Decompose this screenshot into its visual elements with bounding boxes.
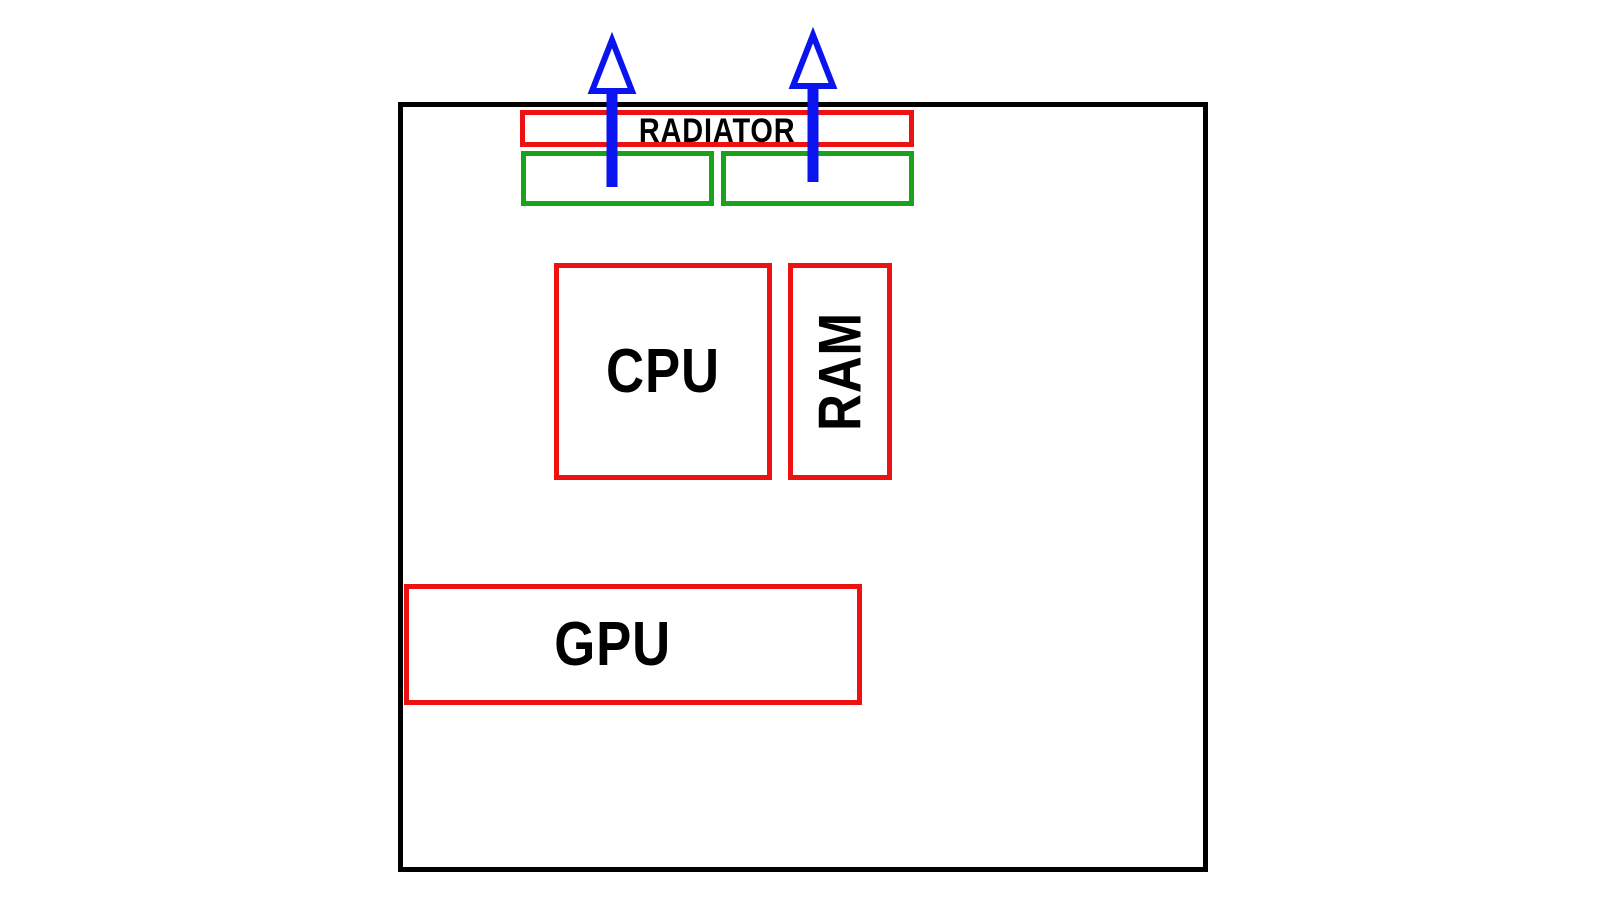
gpu-box: GPU (404, 584, 862, 705)
ram-box: RAM (788, 263, 892, 480)
radiator-box: RADIATOR (520, 110, 914, 150)
cpu-box: CPU (554, 263, 772, 480)
fan-right (721, 151, 914, 206)
ram-label: RAM (806, 312, 874, 431)
airflow-arrow-head-icon (788, 26, 838, 89)
airflow-arrow-head-icon (587, 31, 637, 94)
fan-left (521, 151, 714, 206)
cpu-label: CPU (606, 337, 720, 406)
gpu-label: GPU (554, 610, 672, 679)
radiator-label: RADIATOR (638, 111, 796, 150)
pc-case-outline (398, 102, 1208, 872)
